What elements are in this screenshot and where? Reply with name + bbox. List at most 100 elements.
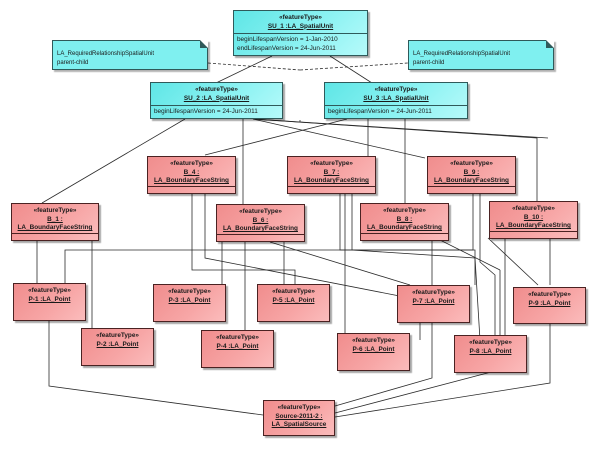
connector bbox=[215, 55, 273, 84]
stereotype: «featureType» bbox=[412, 289, 455, 296]
object-name: P-2 :LA_Point bbox=[96, 340, 139, 348]
stereotype: «featureType» bbox=[195, 86, 238, 93]
point-p8[interactable]: «featureType» P-8 :LA_Point bbox=[454, 335, 527, 373]
boundary-b10[interactable]: «featureType» B_10 : LA_BoundaryFaceStri… bbox=[489, 201, 578, 239]
object-name: Source-2011-2 : bbox=[275, 412, 323, 420]
stereotype: «featureType» bbox=[310, 160, 353, 167]
object-name: P-4 :LA_Point bbox=[216, 342, 259, 350]
note-line: LA_RequiredRelationshipSpatialUnit bbox=[57, 51, 155, 57]
point-p9[interactable]: «featureType» P-9 :LA_Point bbox=[513, 287, 586, 324]
attribute: endLifespanVersion = 24-Jun-2011 bbox=[237, 44, 336, 52]
note-left: LA_RequiredRelationshipSpatialUnit paren… bbox=[52, 40, 208, 70]
stereotype: «featureType» bbox=[374, 86, 418, 93]
object-name: P-3 :LA_Point bbox=[168, 296, 211, 304]
note-line: parent-child bbox=[413, 60, 445, 66]
connector bbox=[48, 320, 264, 416]
spatial-unit-su3[interactable]: «featureType» SU_3 :LA_SpatialUnit begin… bbox=[324, 82, 468, 119]
connector bbox=[334, 322, 433, 407]
connector bbox=[334, 370, 496, 414]
boundary-b8[interactable]: «featureType» B_8 : LA_BoundaryFaceStrin… bbox=[360, 203, 449, 241]
note-line: LA_RequiredRelationshipSpatialUnit bbox=[413, 51, 511, 57]
connector bbox=[191, 194, 296, 285]
connector bbox=[439, 239, 501, 271]
point-p5[interactable]: «featureType» P-5 :LA_Point bbox=[257, 284, 330, 322]
stereotype: «featureType» bbox=[469, 339, 512, 346]
connector bbox=[329, 55, 373, 84]
stereotype: «featureType» bbox=[96, 332, 139, 339]
stereotype: «featureType» bbox=[277, 404, 321, 411]
connector bbox=[64, 249, 476, 285]
object-type: LA_BoundaryFaceString bbox=[434, 177, 509, 185]
divider bbox=[12, 233, 98, 240]
connector bbox=[487, 237, 539, 286]
divider bbox=[288, 186, 375, 193]
connector bbox=[204, 118, 348, 156]
stereotype: «featureType» bbox=[33, 207, 77, 214]
object-name: P-8 :LA_Point bbox=[469, 347, 512, 355]
connector bbox=[252, 118, 538, 202]
spatial-unit-su2[interactable]: «featureType» SU_2 :LA_SpatialUnit begin… bbox=[150, 82, 283, 119]
spatial-source[interactable]: «featureType» Source-2011-2 : LA_Spatial… bbox=[263, 400, 335, 436]
attribute: beginLifespanVersion = 1-Jan-2010 bbox=[237, 36, 338, 44]
object-name: SU_1 :LA_SpatialUnit bbox=[267, 22, 334, 30]
connector bbox=[41, 118, 186, 204]
note-line: parent-child bbox=[57, 60, 89, 66]
object-name: P-6 :LA_Point bbox=[352, 345, 395, 353]
point-p1[interactable]: «featureType» P-1 :LA_Point bbox=[13, 283, 86, 321]
connector bbox=[334, 322, 551, 418]
boundary-b6[interactable]: «featureType» B_6 : LA_BoundaryFaceStrin… bbox=[216, 204, 305, 242]
divider bbox=[148, 186, 235, 193]
boundary-b9[interactable]: «featureType» B_9 : LA_BoundaryFaceStrin… bbox=[427, 156, 516, 194]
note-link bbox=[299, 62, 409, 71]
object-name: B_6 : bbox=[252, 216, 269, 224]
boundary-b4[interactable]: «featureType» B_4 : LA_BoundaryFaceStrin… bbox=[147, 156, 236, 194]
object-name: B_1 : bbox=[47, 215, 63, 223]
object-type: LA_BoundaryFaceString bbox=[367, 224, 442, 232]
divider bbox=[217, 234, 304, 241]
connector bbox=[252, 118, 426, 159]
attribute: beginLifespanVersion = 24-Jun-2011 bbox=[154, 108, 258, 116]
stereotype: «featureType» bbox=[170, 160, 213, 167]
point-p6[interactable]: «featureType» P-6 :LA_Point bbox=[337, 333, 410, 371]
note-link bbox=[207, 62, 301, 71]
connector bbox=[479, 194, 496, 340]
note-right: LA_RequiredRelationshipSpatialUnit paren… bbox=[408, 40, 554, 70]
boundary-b7[interactable]: «featureType» B_7 : LA_BoundaryFaceStrin… bbox=[287, 156, 376, 194]
object-name: P-9 :LA_Point bbox=[528, 299, 571, 307]
connector bbox=[269, 241, 411, 286]
stereotype: «featureType» bbox=[28, 287, 71, 294]
divider bbox=[361, 233, 448, 240]
object-type: LA_BoundaryFaceString bbox=[496, 222, 571, 230]
stereotype: «featureType» bbox=[383, 207, 426, 214]
spatial-unit-su1[interactable]: «featureType» SU_1 :LA_SpatialUnit begin… bbox=[233, 10, 368, 56]
object-name: B_4 : bbox=[183, 168, 200, 176]
object-name: B_7 : bbox=[323, 168, 340, 176]
stereotype: «featureType» bbox=[216, 334, 259, 341]
stereotype: «featureType» bbox=[352, 337, 395, 344]
divider bbox=[428, 186, 515, 193]
stereotype: «featureType» bbox=[528, 291, 571, 298]
object-name: B_9 : bbox=[463, 168, 480, 176]
object-type: LA_BoundaryFaceString bbox=[294, 177, 369, 185]
object-name: P-5 :LA_Point bbox=[272, 296, 315, 304]
object-name: B_8 : bbox=[396, 215, 413, 223]
point-p4[interactable]: «featureType» P-4 :LA_Point bbox=[201, 330, 274, 368]
stereotype: «featureType» bbox=[168, 288, 211, 295]
point-p3[interactable]: «featureType» P-3 :LA_Point bbox=[153, 284, 226, 322]
point-p7[interactable]: «featureType» P-7 :LA_Point bbox=[397, 285, 470, 323]
stereotype: «featureType» bbox=[272, 288, 315, 295]
connector bbox=[339, 194, 474, 251]
object-type: LA_BoundaryFaceString bbox=[223, 225, 298, 233]
object-name: SU_2 :LA_SpatialUnit bbox=[183, 94, 250, 102]
object-type: LA_BoundaryFaceString bbox=[154, 177, 229, 185]
boundary-b1[interactable]: «featureType» B_1 : LA_BoundaryFaceStrin… bbox=[11, 203, 99, 241]
object-type: LA_BoundaryFaceString bbox=[17, 224, 93, 232]
object-name: P-7 :LA_Point bbox=[412, 297, 455, 305]
stereotype: «featureType» bbox=[450, 160, 493, 167]
object-name: SU_3 :LA_SpatialUnit bbox=[363, 94, 429, 102]
object-name: B_10 : bbox=[523, 213, 544, 221]
point-p2[interactable]: «featureType» P-2 :LA_Point bbox=[81, 328, 154, 366]
stereotype: «featureType» bbox=[512, 205, 555, 212]
stereotype: «featureType» bbox=[239, 208, 282, 215]
